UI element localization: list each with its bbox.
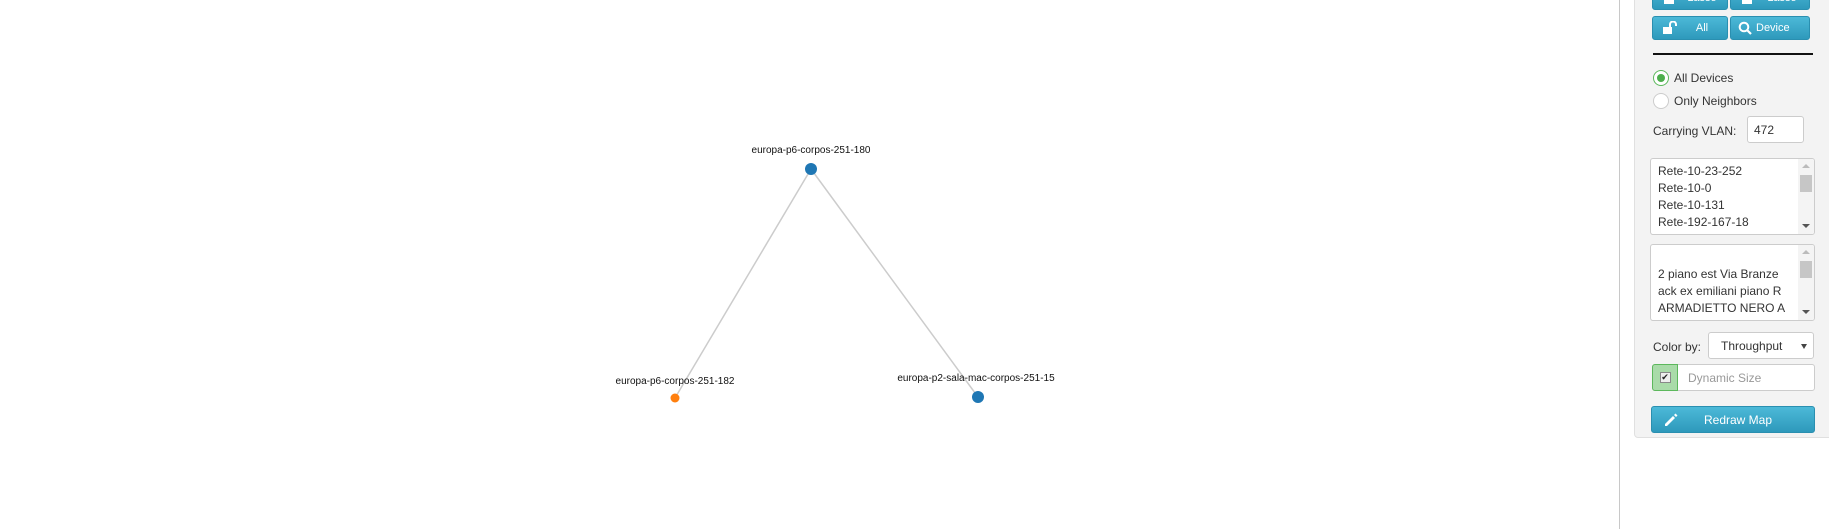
panel-divider[interactable]	[1619, 0, 1620, 529]
graph-node[interactable]	[805, 163, 817, 175]
list-item[interactable]: Rete-10-24-0	[1658, 231, 1796, 234]
list-item[interactable]: Rete-10-0	[1658, 181, 1712, 195]
radio-only-neighbors[interactable]: Only Neighbors	[1653, 93, 1757, 109]
vlan-label: Carrying VLAN:	[1653, 124, 1737, 138]
scroll-up-icon[interactable]	[1802, 250, 1810, 254]
graph-node[interactable]	[972, 391, 984, 403]
graph-link	[674, 168, 812, 399]
redraw-map-label: Redraw Map	[1703, 412, 1773, 427]
dynamic-size-checkbox-addon[interactable]: ✔	[1652, 364, 1678, 391]
lasso-device-button-label: Lasso	[1755, 0, 1809, 4]
graph-node[interactable]	[670, 393, 680, 403]
node-label: europa-p6-corpos-251-180	[751, 145, 871, 156]
lock-icon	[1741, 0, 1755, 5]
list-item[interactable]: 2 piano est Via Branze	[1658, 267, 1779, 281]
radio-button-selected[interactable]	[1653, 70, 1669, 86]
unlock-icon	[1663, 20, 1677, 35]
network-graph[interactable]	[0, 0, 1619, 529]
dynamic-size-label: Dynamic Size	[1688, 370, 1762, 385]
scroll-down-icon[interactable]	[1802, 310, 1810, 314]
radio-all-devices[interactable]: All Devices	[1653, 70, 1733, 86]
color-by-value: Throughput	[1721, 338, 1783, 353]
list-item[interactable]: armadio ...	[1658, 317, 1796, 320]
lasso-button[interactable]: Lasso	[1652, 0, 1728, 10]
select-device-button[interactable]: Device	[1730, 16, 1810, 40]
radio-all-devices-label: All Devices	[1674, 71, 1734, 85]
locations-scrollbar[interactable]	[1798, 245, 1814, 320]
vlan-input[interactable]	[1747, 116, 1804, 143]
network-map-canvas[interactable]: europa-p6-corpos-251-180 europa-p6-corpos…	[0, 0, 1619, 529]
radio-only-neighbors-label: Only Neighbors	[1674, 94, 1757, 108]
networks-scrollbar[interactable]	[1798, 159, 1814, 234]
lock-icon	[1663, 0, 1677, 5]
color-by-label: Color by:	[1653, 340, 1702, 354]
redraw-map-button[interactable]: Redraw Map	[1651, 406, 1815, 433]
list-item[interactable]: Rete-10-23-252	[1658, 164, 1743, 178]
select-all-button[interactable]: All	[1652, 16, 1728, 40]
section-separator	[1653, 53, 1813, 55]
scroll-up-icon[interactable]	[1802, 164, 1810, 168]
list-item[interactable]: ack ex emiliani piano R	[1658, 284, 1782, 298]
node-label: europa-p6-corpos-251-182	[615, 376, 735, 387]
lasso-device-button[interactable]: Lasso	[1730, 0, 1810, 10]
scroll-thumb[interactable]	[1800, 261, 1812, 278]
dynamic-size-group[interactable]: ✔ Dynamic Size	[1652, 364, 1815, 391]
color-by-select[interactable]: Throughput	[1708, 332, 1814, 359]
list-item[interactable]: Rete-10-131	[1658, 198, 1725, 212]
list-item[interactable]: Rete-192-167-18	[1658, 215, 1749, 229]
dynamic-size-checkbox[interactable]: ✔	[1659, 372, 1671, 383]
chevron-down-icon	[1801, 344, 1807, 349]
select-all-label: All	[1695, 22, 1709, 34]
locations-listbox[interactable]: 2 piano est Via Branze ack ex emiliani pi…	[1650, 244, 1815, 321]
select-device-label: Device	[1756, 22, 1790, 34]
list-item[interactable]: ARMADIETTO NERO A	[1658, 301, 1786, 315]
list-item[interactable]	[1658, 249, 1796, 266]
node-label: europa-p2-sala-mac-corpos-251-15	[897, 373, 1055, 384]
graph-link	[810, 168, 979, 398]
scroll-down-icon[interactable]	[1802, 224, 1810, 228]
lasso-button-label: Lasso	[1677, 0, 1727, 4]
search-icon	[1738, 21, 1752, 35]
pencil-icon	[1664, 413, 1678, 427]
scroll-thumb[interactable]	[1800, 175, 1812, 192]
radio-button[interactable]	[1653, 93, 1669, 109]
